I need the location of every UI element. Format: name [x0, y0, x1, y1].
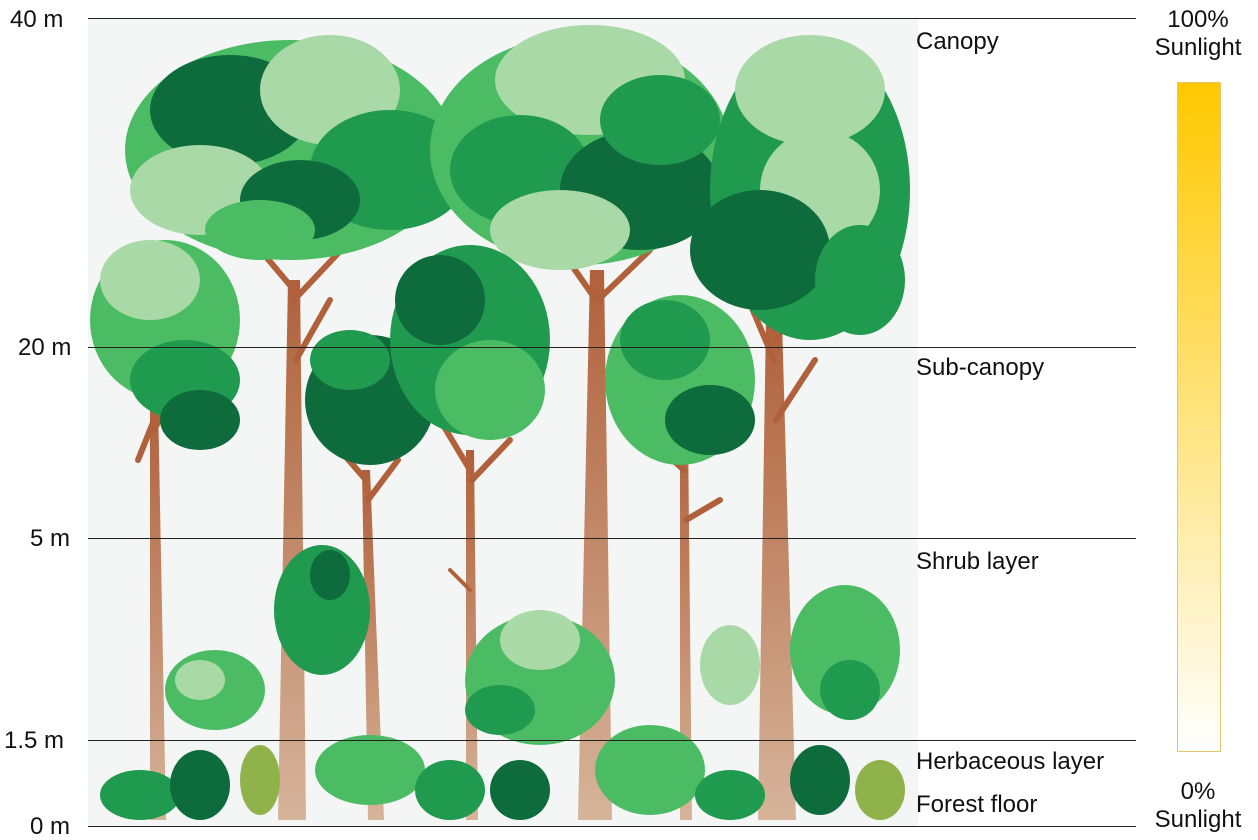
sunlight-top-percent: 100% [1138, 6, 1258, 34]
line-1-5m [88, 740, 1136, 741]
line-5m [88, 538, 1136, 539]
layer-label-canopy: Canopy [916, 30, 999, 54]
layer-label-shrub: Shrub layer [916, 550, 1039, 574]
sunlight-bottom-percent: 0% [1138, 778, 1258, 806]
layer-label-forest-floor: Forest floor [916, 793, 1037, 817]
layer-label-herbaceous: Herbaceous layer [916, 750, 1104, 774]
height-label-40m: 40 m [10, 8, 63, 32]
sub-canopy-foliage [90, 240, 755, 465]
height-label-0m: 0 m [30, 815, 70, 839]
height-label-20m: 20 m [18, 336, 71, 360]
line-20m [88, 347, 1136, 348]
sunlight-bottom-label: 0% Sunlight [1138, 778, 1258, 834]
height-label-1-5m: 1.5 m [4, 729, 64, 753]
layer-label-sub-canopy: Sub-canopy [916, 356, 1044, 380]
sunlight-top-word: Sunlight [1138, 34, 1258, 62]
sunlight-gradient-bar [1177, 82, 1221, 752]
sunlight-bottom-word: Sunlight [1138, 806, 1258, 834]
line-40m [88, 18, 1136, 19]
height-label-5m: 5 m [30, 527, 70, 551]
line-0m [88, 826, 1136, 827]
sunlight-top-label: 100% Sunlight [1138, 6, 1258, 62]
